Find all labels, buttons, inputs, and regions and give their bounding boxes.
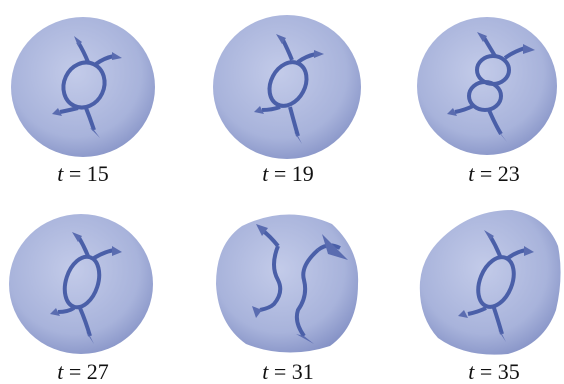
time-label-t19: t = 19	[262, 161, 314, 186]
droplet-body	[11, 17, 155, 157]
droplet-panel-t31	[216, 214, 359, 353]
filament-spikes	[252, 224, 348, 344]
filament-ring	[57, 234, 115, 337]
droplet-body	[9, 214, 153, 354]
filament-broken-ring	[259, 228, 341, 338]
droplet-panel-t35	[419, 210, 561, 355]
time-label-t23: t = 23	[468, 161, 520, 186]
filament-spikes	[52, 36, 122, 138]
time-label-t15: t = 15	[57, 161, 109, 186]
time-label-t35: t = 35	[468, 359, 520, 384]
time-label-t27: t = 27	[57, 359, 109, 384]
filament-spikes	[447, 32, 535, 142]
filament-spikes	[254, 34, 324, 144]
droplet-body	[417, 17, 557, 155]
droplet-body	[216, 214, 359, 353]
droplet-body	[419, 210, 561, 355]
droplet-panel-t19	[213, 15, 361, 159]
droplet-panel-t27	[9, 214, 153, 354]
filament-spikes	[458, 230, 534, 342]
filament-double-ring	[454, 34, 526, 136]
droplet-panel-t23	[417, 17, 557, 155]
filament-spikes	[50, 232, 122, 344]
droplet-body	[213, 15, 361, 159]
time-label-t31: t = 31	[262, 359, 314, 384]
droplet-panel-t15	[11, 17, 155, 157]
